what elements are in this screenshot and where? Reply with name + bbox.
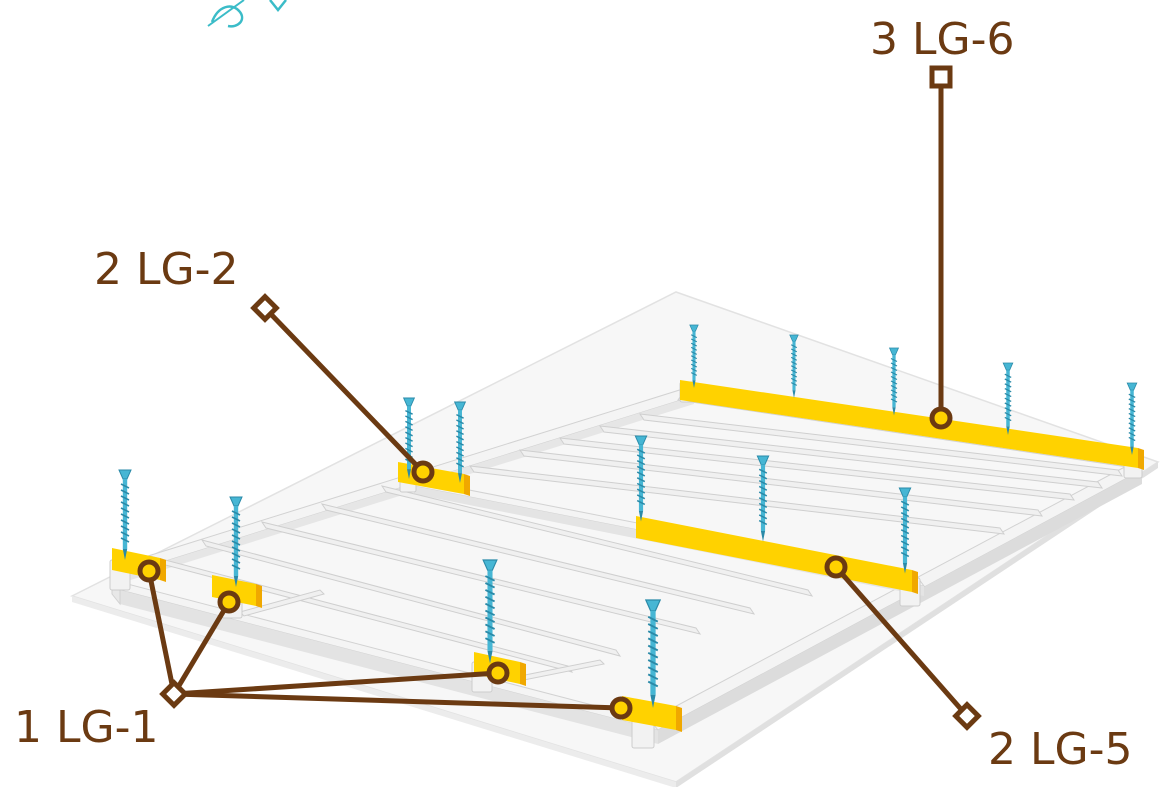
crossbars xyxy=(148,413,1124,681)
yellow-rail-lg6 xyxy=(680,380,1144,470)
circle-marker-icon xyxy=(137,559,161,583)
callout-label-lg6: 3 LG-6 xyxy=(870,14,1014,65)
circle-marker-icon xyxy=(929,406,953,430)
callout-lg2 xyxy=(250,293,435,484)
callout-lg6 xyxy=(929,65,953,430)
circle-marker-icon xyxy=(217,590,241,614)
callout-label-lg1: 1 LG-1 xyxy=(14,702,158,753)
diamond-marker-icon xyxy=(159,679,189,709)
callout-lg5 xyxy=(824,555,982,731)
square-marker-icon xyxy=(929,65,953,89)
screw-icon xyxy=(118,469,132,561)
circle-marker-icon xyxy=(824,555,848,579)
circle-marker-icon xyxy=(609,696,633,720)
circle-marker-icon xyxy=(486,661,510,685)
diamond-marker-icon xyxy=(952,701,982,731)
cropped-symbol-fragment xyxy=(207,0,287,28)
callout-label-lg5: 2 LG-5 xyxy=(988,724,1132,775)
callout-lg1 xyxy=(137,559,633,720)
circle-marker-icon xyxy=(411,460,435,484)
screw-icon xyxy=(1126,382,1138,456)
diamond-marker-icon xyxy=(250,293,280,323)
callout-label-lg2: 2 LG-2 xyxy=(94,244,238,295)
